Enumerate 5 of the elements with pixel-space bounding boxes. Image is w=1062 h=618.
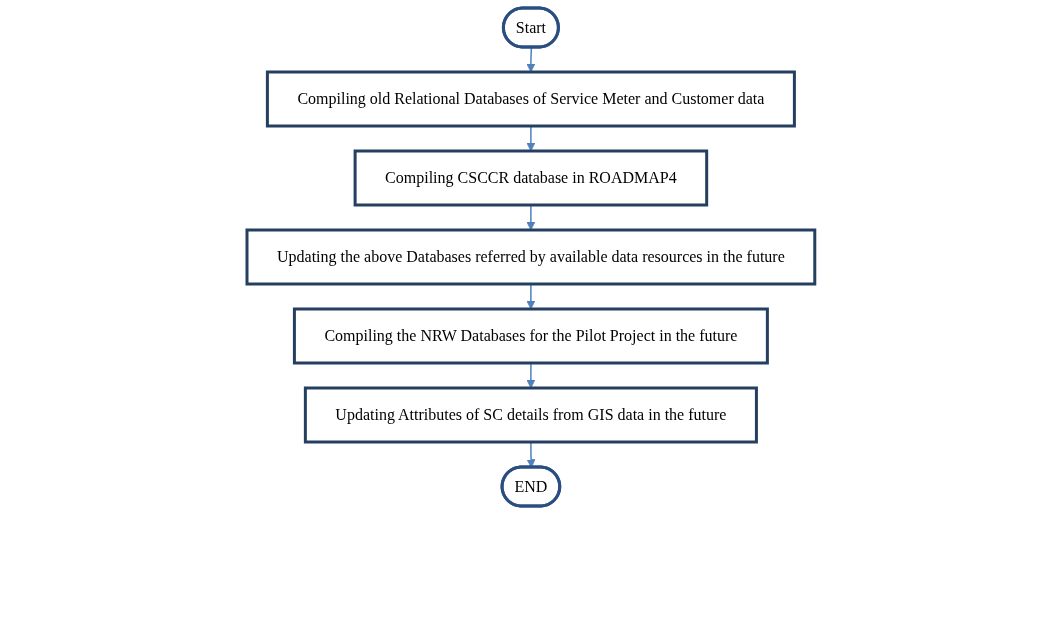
node-box: Compiling CSCCR database in ROADMAP4 xyxy=(353,149,709,207)
node-box: Compiling the NRW Databases for the Pilot Project in the future xyxy=(293,307,769,365)
node-box: Updating the above Databases referred by available data resources in the future xyxy=(245,228,817,286)
node-box: Compiling old Relational Databases of Service Meter and Customer data xyxy=(266,70,796,128)
node-box: Updating Attributes of SC details from GIS data in the future xyxy=(304,386,758,444)
